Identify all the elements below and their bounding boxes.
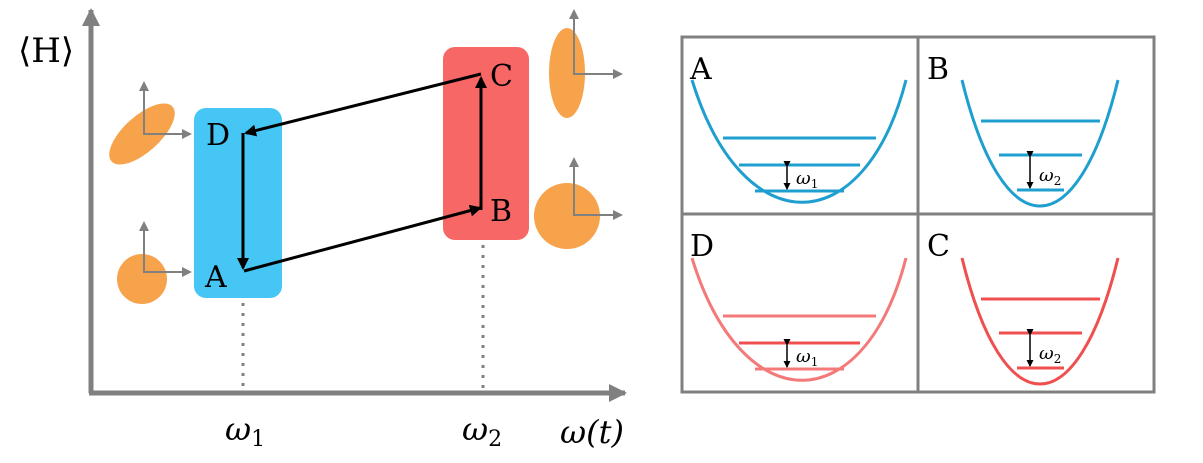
panel-d-gap: ω1 (796, 346, 818, 369)
panel-b-well (960, 79, 1120, 208)
panel-a-label: A (689, 52, 712, 87)
cycle-diagram: ⟨H⟩ ω(t) ω1 ω2 A B C D (18, 8, 627, 452)
arrow-a-to-b (243, 204, 482, 273)
point-b-label: B (490, 194, 512, 229)
panel-a-gap: ω1 (796, 168, 818, 191)
panel-c-label: C (927, 229, 950, 264)
panel-b-gap: ω2 (1039, 165, 1061, 188)
panel-b: B ω2 (927, 52, 1120, 208)
x-tick-omega2: ω2 (462, 410, 502, 452)
panels-grid: A ω1 B ω2 D ω1 (680, 35, 1156, 394)
panel-a: A ω1 (689, 52, 908, 204)
panel-b-label: B (927, 52, 949, 87)
omega1-box (194, 108, 282, 298)
panel-d: D ω1 (690, 229, 908, 382)
state-icon-a (117, 221, 192, 304)
x-axis-label: ω(t) (560, 413, 624, 451)
panel-a-well (690, 79, 908, 204)
state-icon-d (109, 81, 192, 165)
panel-c-gap: ω2 (1039, 343, 1061, 366)
panel-d-well (690, 257, 908, 382)
panel-c: C ω2 (927, 229, 1120, 386)
panel-d-label: D (690, 229, 714, 264)
omega2-box (443, 47, 529, 240)
point-c-label: C (490, 59, 513, 94)
point-a-label: A (204, 260, 227, 295)
panel-c-well (960, 257, 1120, 386)
state-icon-b (534, 157, 623, 249)
arrow-c-to-d (244, 72, 482, 137)
state-icon-c (549, 9, 623, 118)
y-axis-label: ⟨H⟩ (18, 31, 74, 71)
x-tick-omega1: ω1 (225, 410, 265, 452)
point-d-label: D (206, 118, 230, 153)
